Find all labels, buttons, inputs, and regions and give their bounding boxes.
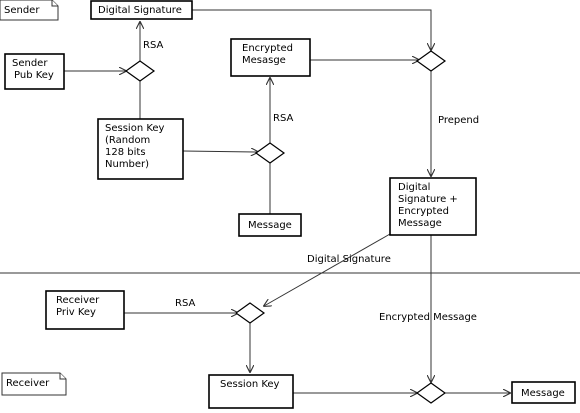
- node-label-line: Encrypted: [398, 206, 449, 217]
- rsa-message-diamond: [254, 142, 286, 164]
- edge-label-digital-signature: Digital Signature: [307, 254, 391, 265]
- node-message-output: Message: [511, 381, 576, 404]
- decrypt-merge-diamond: [415, 382, 447, 404]
- edge-combined-to-rsa-receiver: [264, 233, 391, 306]
- edge-label-rsa-signature: RSA: [143, 40, 163, 51]
- node-label-line: Message: [521, 388, 565, 399]
- node-label-line: (Random: [105, 135, 150, 146]
- node-label-line: 128 bits: [105, 147, 146, 158]
- node-label-line: Digital: [398, 182, 430, 193]
- node-label-line: Encrypted: [242, 43, 293, 54]
- node-label-line: Signature +: [398, 194, 458, 205]
- node-label-line: Priv Key: [56, 307, 96, 318]
- receiver-section-note: Receiver: [1, 372, 67, 396]
- edge-session-key-to-rsa2: [182, 151, 258, 152]
- edge-label-rsa-receiver: RSA: [175, 298, 195, 309]
- prepend-merge-diamond: [415, 50, 447, 72]
- node-label-line: Digital Signature: [98, 5, 182, 16]
- edge-label-encrypted-message: Encrypted Message: [379, 312, 477, 323]
- node-label: Message: [248, 220, 292, 231]
- edge-label-rsa-message: RSA: [273, 113, 293, 124]
- node-digital-signature: Digital Signature: [90, 0, 193, 20]
- rsa-signature-diamond: [124, 60, 156, 82]
- node-label-line: Receiver: [56, 295, 100, 306]
- edge-digital-signature-to-merge: [192, 9, 431, 50]
- node-label-line: Session Key: [105, 123, 165, 134]
- node-label-line: Sender: [12, 58, 48, 69]
- node-message-input: Message: [238, 213, 302, 237]
- sender-section-label: Sender: [4, 5, 40, 16]
- edge-label-prepend: Prepend: [438, 115, 479, 126]
- node-label-line: Pub Key: [14, 70, 54, 81]
- node-label: Message: [521, 388, 565, 399]
- rsa-receiver-diamond: [234, 302, 266, 324]
- node-label-line: Number): [105, 159, 149, 170]
- node-label-line: Message: [398, 218, 442, 229]
- node-label-line: Mesasge: [242, 55, 286, 66]
- node-session-key-output: Session Key: [208, 374, 294, 409]
- node-label-line: Message: [248, 220, 292, 231]
- receiver-section-label: Receiver: [6, 378, 50, 389]
- node-label: Session Key: [220, 379, 280, 390]
- node-label: Digital Signature: [98, 5, 182, 16]
- node-label-line: Session Key: [220, 379, 280, 390]
- sender-section-note: Sender: [0, 0, 59, 21]
